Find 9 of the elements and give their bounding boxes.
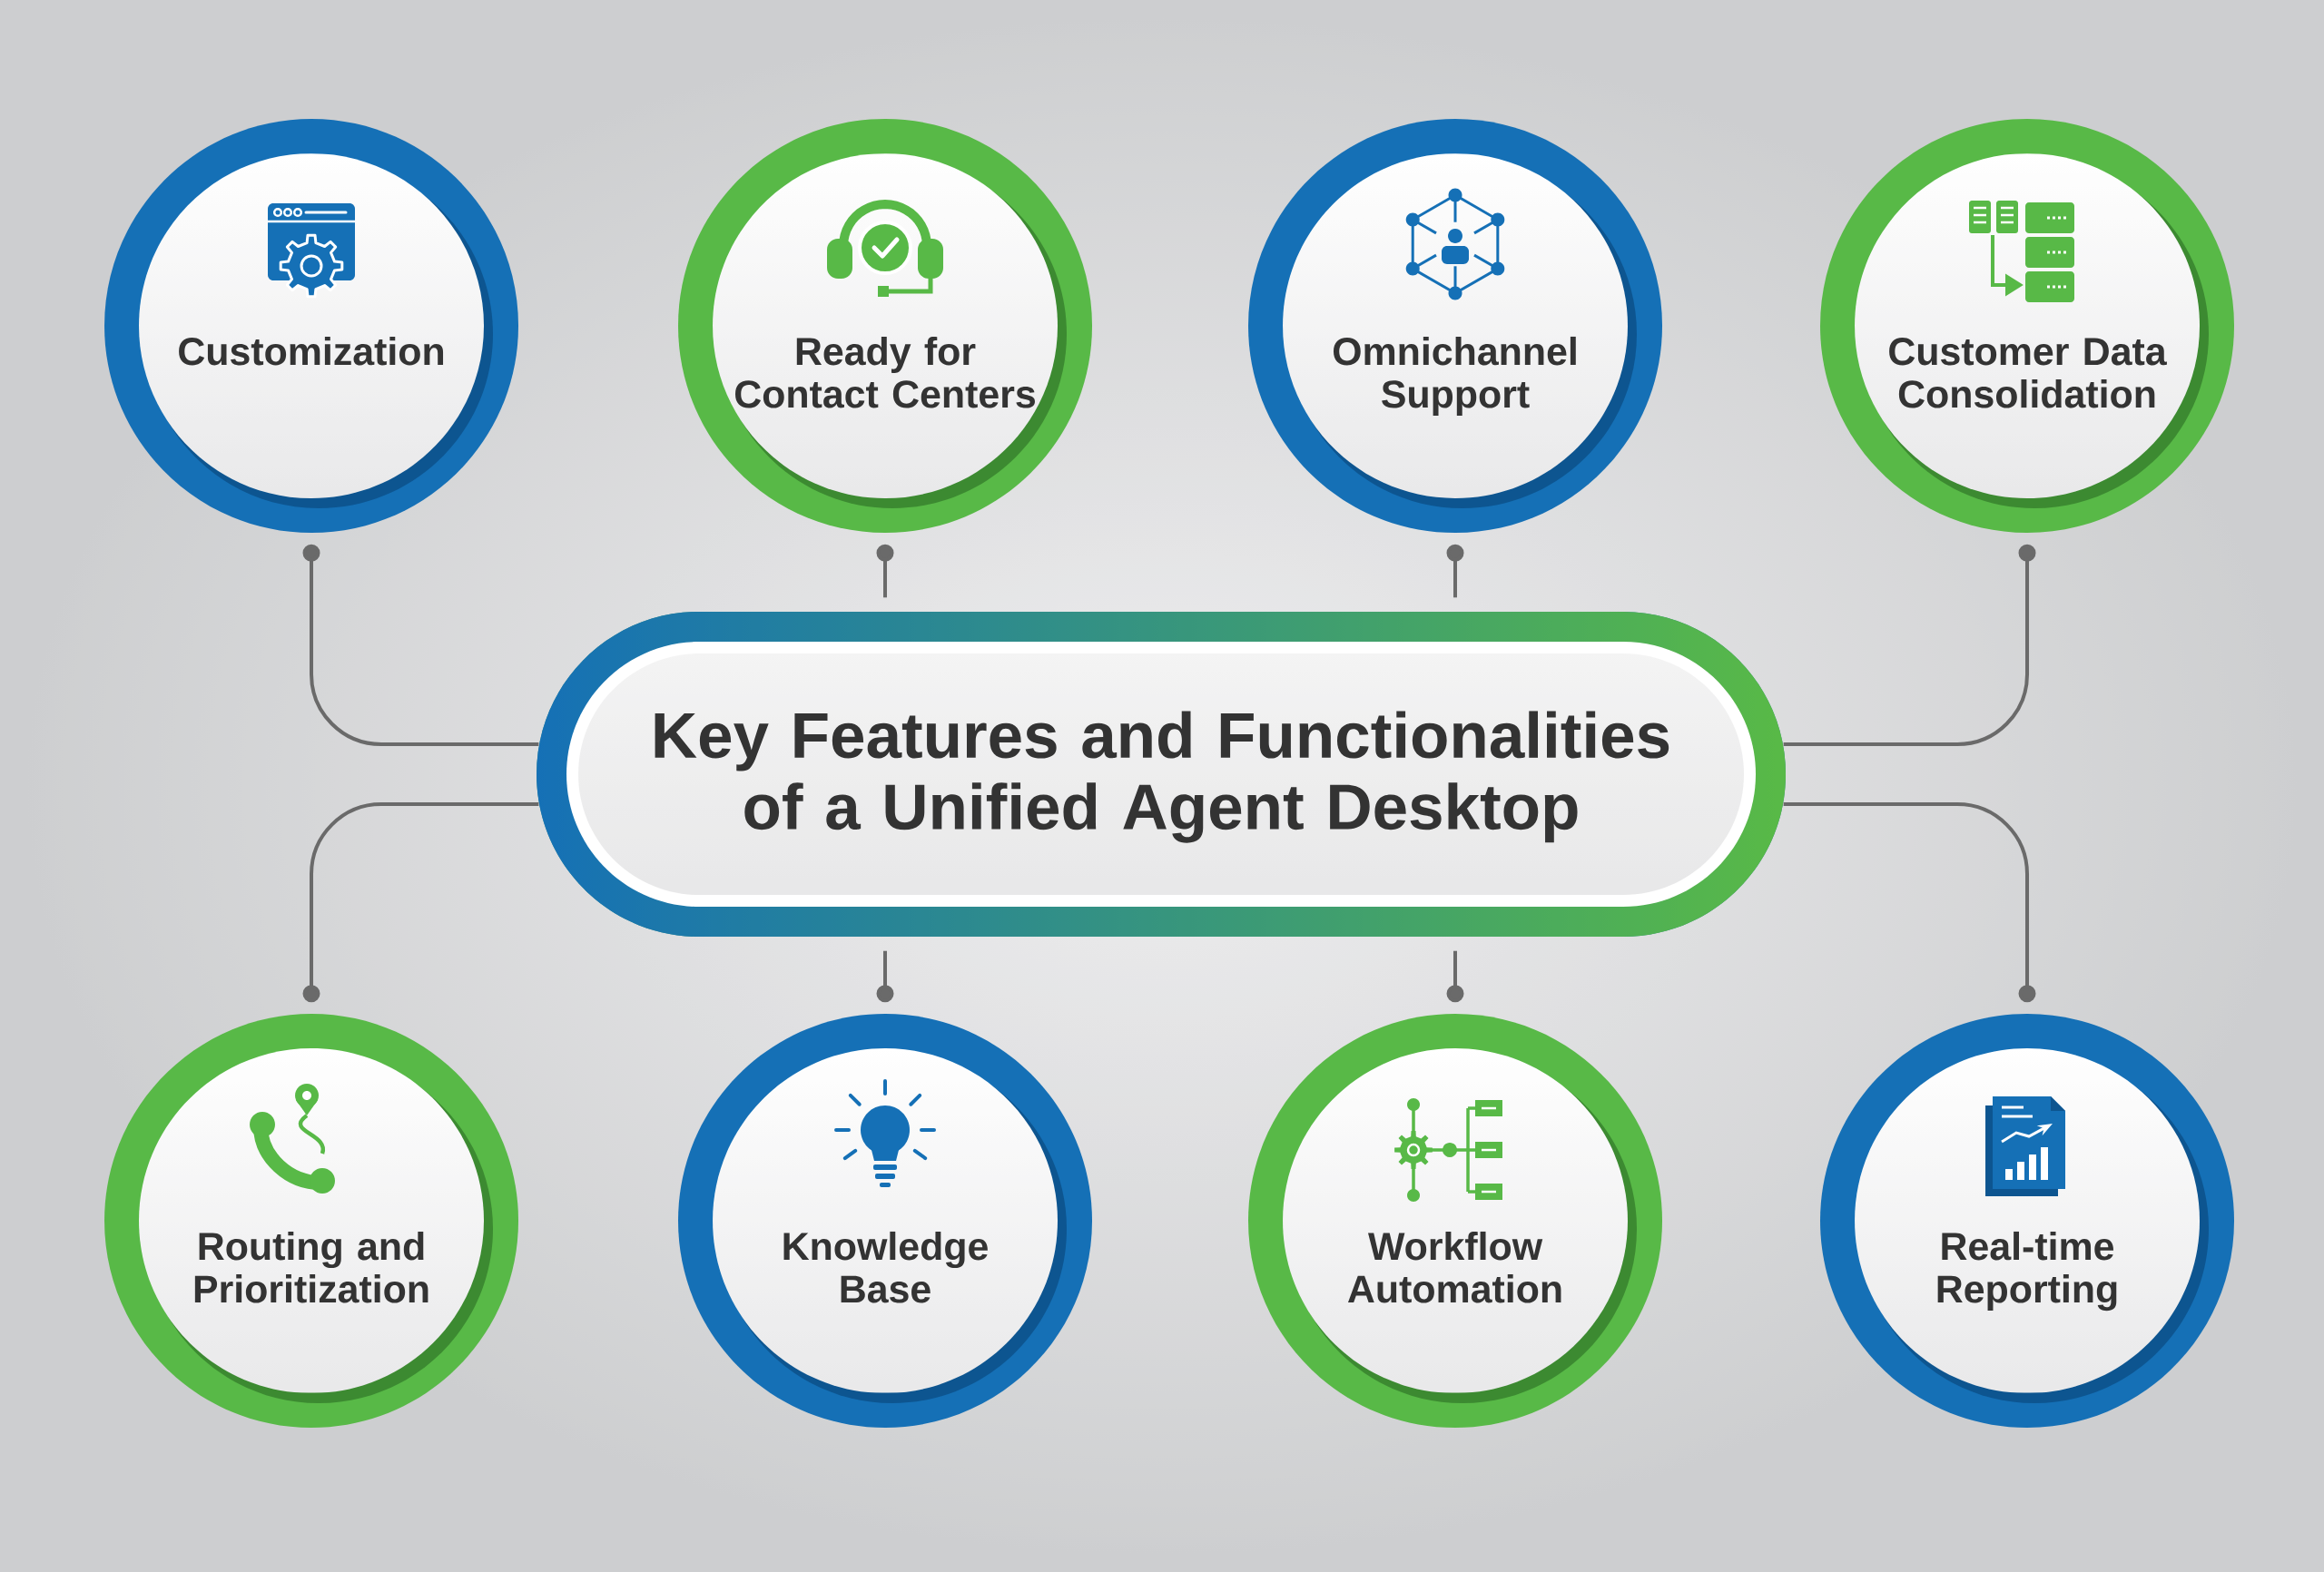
connector-line: [302, 802, 539, 1003]
connector-line: [302, 544, 539, 746]
connector-line: [876, 950, 894, 1003]
connector-line: [1783, 544, 2036, 746]
connector-line: [1783, 802, 2036, 1003]
connector-line: [876, 544, 894, 598]
connector-line: [1446, 950, 1464, 1003]
connector-line: [1446, 544, 1464, 598]
title-pill: Key Features and Functionalities of a Unified Agent Desktop: [537, 612, 1786, 937]
